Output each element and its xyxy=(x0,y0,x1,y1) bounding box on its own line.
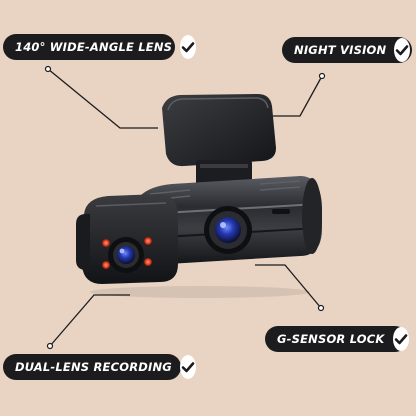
leader-night-vision xyxy=(273,75,323,117)
callout-night-vision: NIGHT VISION xyxy=(282,37,412,63)
callout-label: G-SENSOR LOCK xyxy=(277,332,385,346)
callout-label: DUAL-LENS RECORDING xyxy=(15,360,172,374)
callout-wide-angle-lens: 140° WIDE-ANGLE LENS xyxy=(3,34,197,60)
callout-g-sensor-lock: G-SENSOR LOCK xyxy=(265,326,409,352)
check-circle-icon xyxy=(180,35,197,59)
callout-dual-lens-recording: DUAL-LENS RECORDING xyxy=(3,354,196,380)
leader-g-sensor xyxy=(255,264,322,309)
callout-label: NIGHT VISION xyxy=(294,43,387,57)
check-circle-icon xyxy=(179,355,196,379)
leader-dual-lens xyxy=(49,294,130,347)
check-circle-icon xyxy=(394,38,411,62)
check-circle-icon xyxy=(392,327,409,351)
callout-label: 140° WIDE-ANGLE LENS xyxy=(15,40,173,54)
leader-wide-angle xyxy=(47,68,158,129)
